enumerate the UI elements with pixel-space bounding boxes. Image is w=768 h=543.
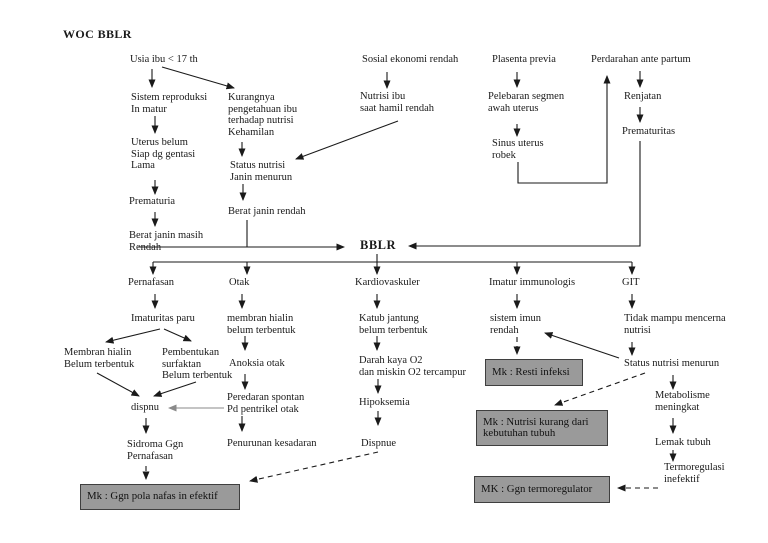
node-kurangnya-pengetahuan: Kurangnya pengetahuan ibu terhadap nutri…: [228, 92, 298, 138]
node-termoregulasi: Termoregulasi inefektif: [664, 462, 725, 485]
node-berat-janin-rendah: Berat janin rendah: [228, 206, 306, 217]
node-tidak-mampu: Tidak mampu mencerna nutrisi: [624, 313, 726, 336]
arrow-imaturitas-to-surfaktan: [163, 328, 192, 342]
node-status-nutrisi-menurun: Status nutrisi menurun: [624, 358, 720, 369]
node-pernafasan: Pernafasan: [128, 277, 175, 288]
node-penurunan-kesadaran: Penurunan kesadaran: [227, 438, 317, 449]
node-sistem-imun: sistem imun rendah: [490, 313, 542, 336]
node-katub-jantung: Katub jantung belum terbentuk: [359, 313, 428, 336]
node-berat-janin-masih: Berat janin masih Rendah: [129, 230, 204, 253]
node-nutrisi-ibu: Nutrisi ibu saat hamil rendah: [360, 91, 435, 114]
node-imaturitas-paru: Imaturitas paru: [131, 313, 195, 324]
node-uterus-belum: Uterus belum Siap dg gentasi Lama: [131, 137, 196, 171]
node-hipoksemia: Hipoksemia: [359, 397, 410, 408]
dashed-arrow-dispnue-to-pola-nafas: [249, 451, 379, 483]
node-sinus-uterus: Sinus uterus robek: [492, 138, 544, 161]
node-lemak-tubuh: Lemak tubuh: [655, 437, 711, 448]
node-metabolisme: Metabolisme meningkat: [655, 390, 710, 413]
node-imatur-immunologis: Imatur immunologis: [489, 277, 576, 288]
node-pembentukan-surfaktan: Pembentukan surfaktan Belum terbentuk: [162, 347, 233, 381]
arrow-sinus-to-perdarahan: [517, 75, 611, 184]
node-pelebaran-segmen: Pelebaran segmen awah uterus: [488, 91, 565, 114]
arrow-nutrisi-ibu-to-status-janin: [295, 120, 399, 160]
node-sidroma: Sidroma Ggn Pernafasan: [127, 439, 184, 462]
node-otak: Otak: [229, 277, 250, 288]
node-sosial-ekonomi: Sosial ekonomi rendah: [362, 54, 459, 65]
node-status-nutrisi-janin: Status nutrisi Janin menurun: [230, 160, 293, 183]
node-renjatan: Renjatan: [624, 91, 662, 102]
arrow-surfaktan-to-dispnu: [153, 381, 197, 397]
node-membran-hialin-otak: membran hialin belum terbentuk: [227, 313, 296, 336]
box-mk-nutrisi-kurang: Mk : Nutrisi kurang dari kebutuhan tubuh: [476, 410, 608, 446]
node-perdarahan-ante-partum: Perdarahan ante partum: [591, 54, 691, 65]
node-membran-hialin-paru: Membran hialin Belum terbentuk: [64, 347, 135, 370]
arrow-imaturitas-to-membran-paru: [105, 328, 161, 344]
arrow-status-menurun-to-sistem-imun: [544, 332, 620, 359]
node-peredaran-spontan: Peredaran spontan Pd pentrikel otak: [227, 392, 305, 415]
node-dispnu: dispnu: [131, 402, 160, 413]
node-git: GIT: [622, 277, 640, 288]
dashed-arrow-status-menurun-to-nutrisi-kurang: [554, 372, 646, 406]
arrow-usia-to-kurangnya: [161, 66, 235, 90]
node-kardiovaskuler: Kardiovaskuler: [355, 277, 420, 288]
arrow-prematuritas-to-bblr: [408, 141, 641, 250]
diagram-title: WOC BBLR: [63, 27, 132, 41]
node-usia-ibu: Usia ibu < 17 th: [130, 54, 198, 65]
node-dispnue: Dispnue: [361, 438, 396, 449]
box-mk-pola-nafas: Mk : Ggn pola nafas in efektif: [80, 484, 240, 510]
node-anoksia-otak: Anoksia otak: [229, 358, 285, 369]
box-mk-termoregulator: MK : Ggn termoregulator: [474, 476, 610, 503]
node-prematuritas: Prematuritas: [622, 126, 676, 137]
node-darah-kaya: Darah kaya O2 dan miskin O2 tercampur: [359, 355, 467, 378]
node-sistem-reproduksi: Sistem reproduksi In matur: [131, 92, 208, 115]
node-plasenta-previa: Plasenta previa: [492, 54, 556, 65]
arrow-membran-paru-to-dispnu: [96, 372, 140, 397]
box-mk-resti-infeksi: Mk : Resti infeksi: [485, 359, 583, 386]
node-prematuria: Prematuria: [129, 196, 176, 207]
node-bblr: BBLR: [360, 238, 397, 252]
